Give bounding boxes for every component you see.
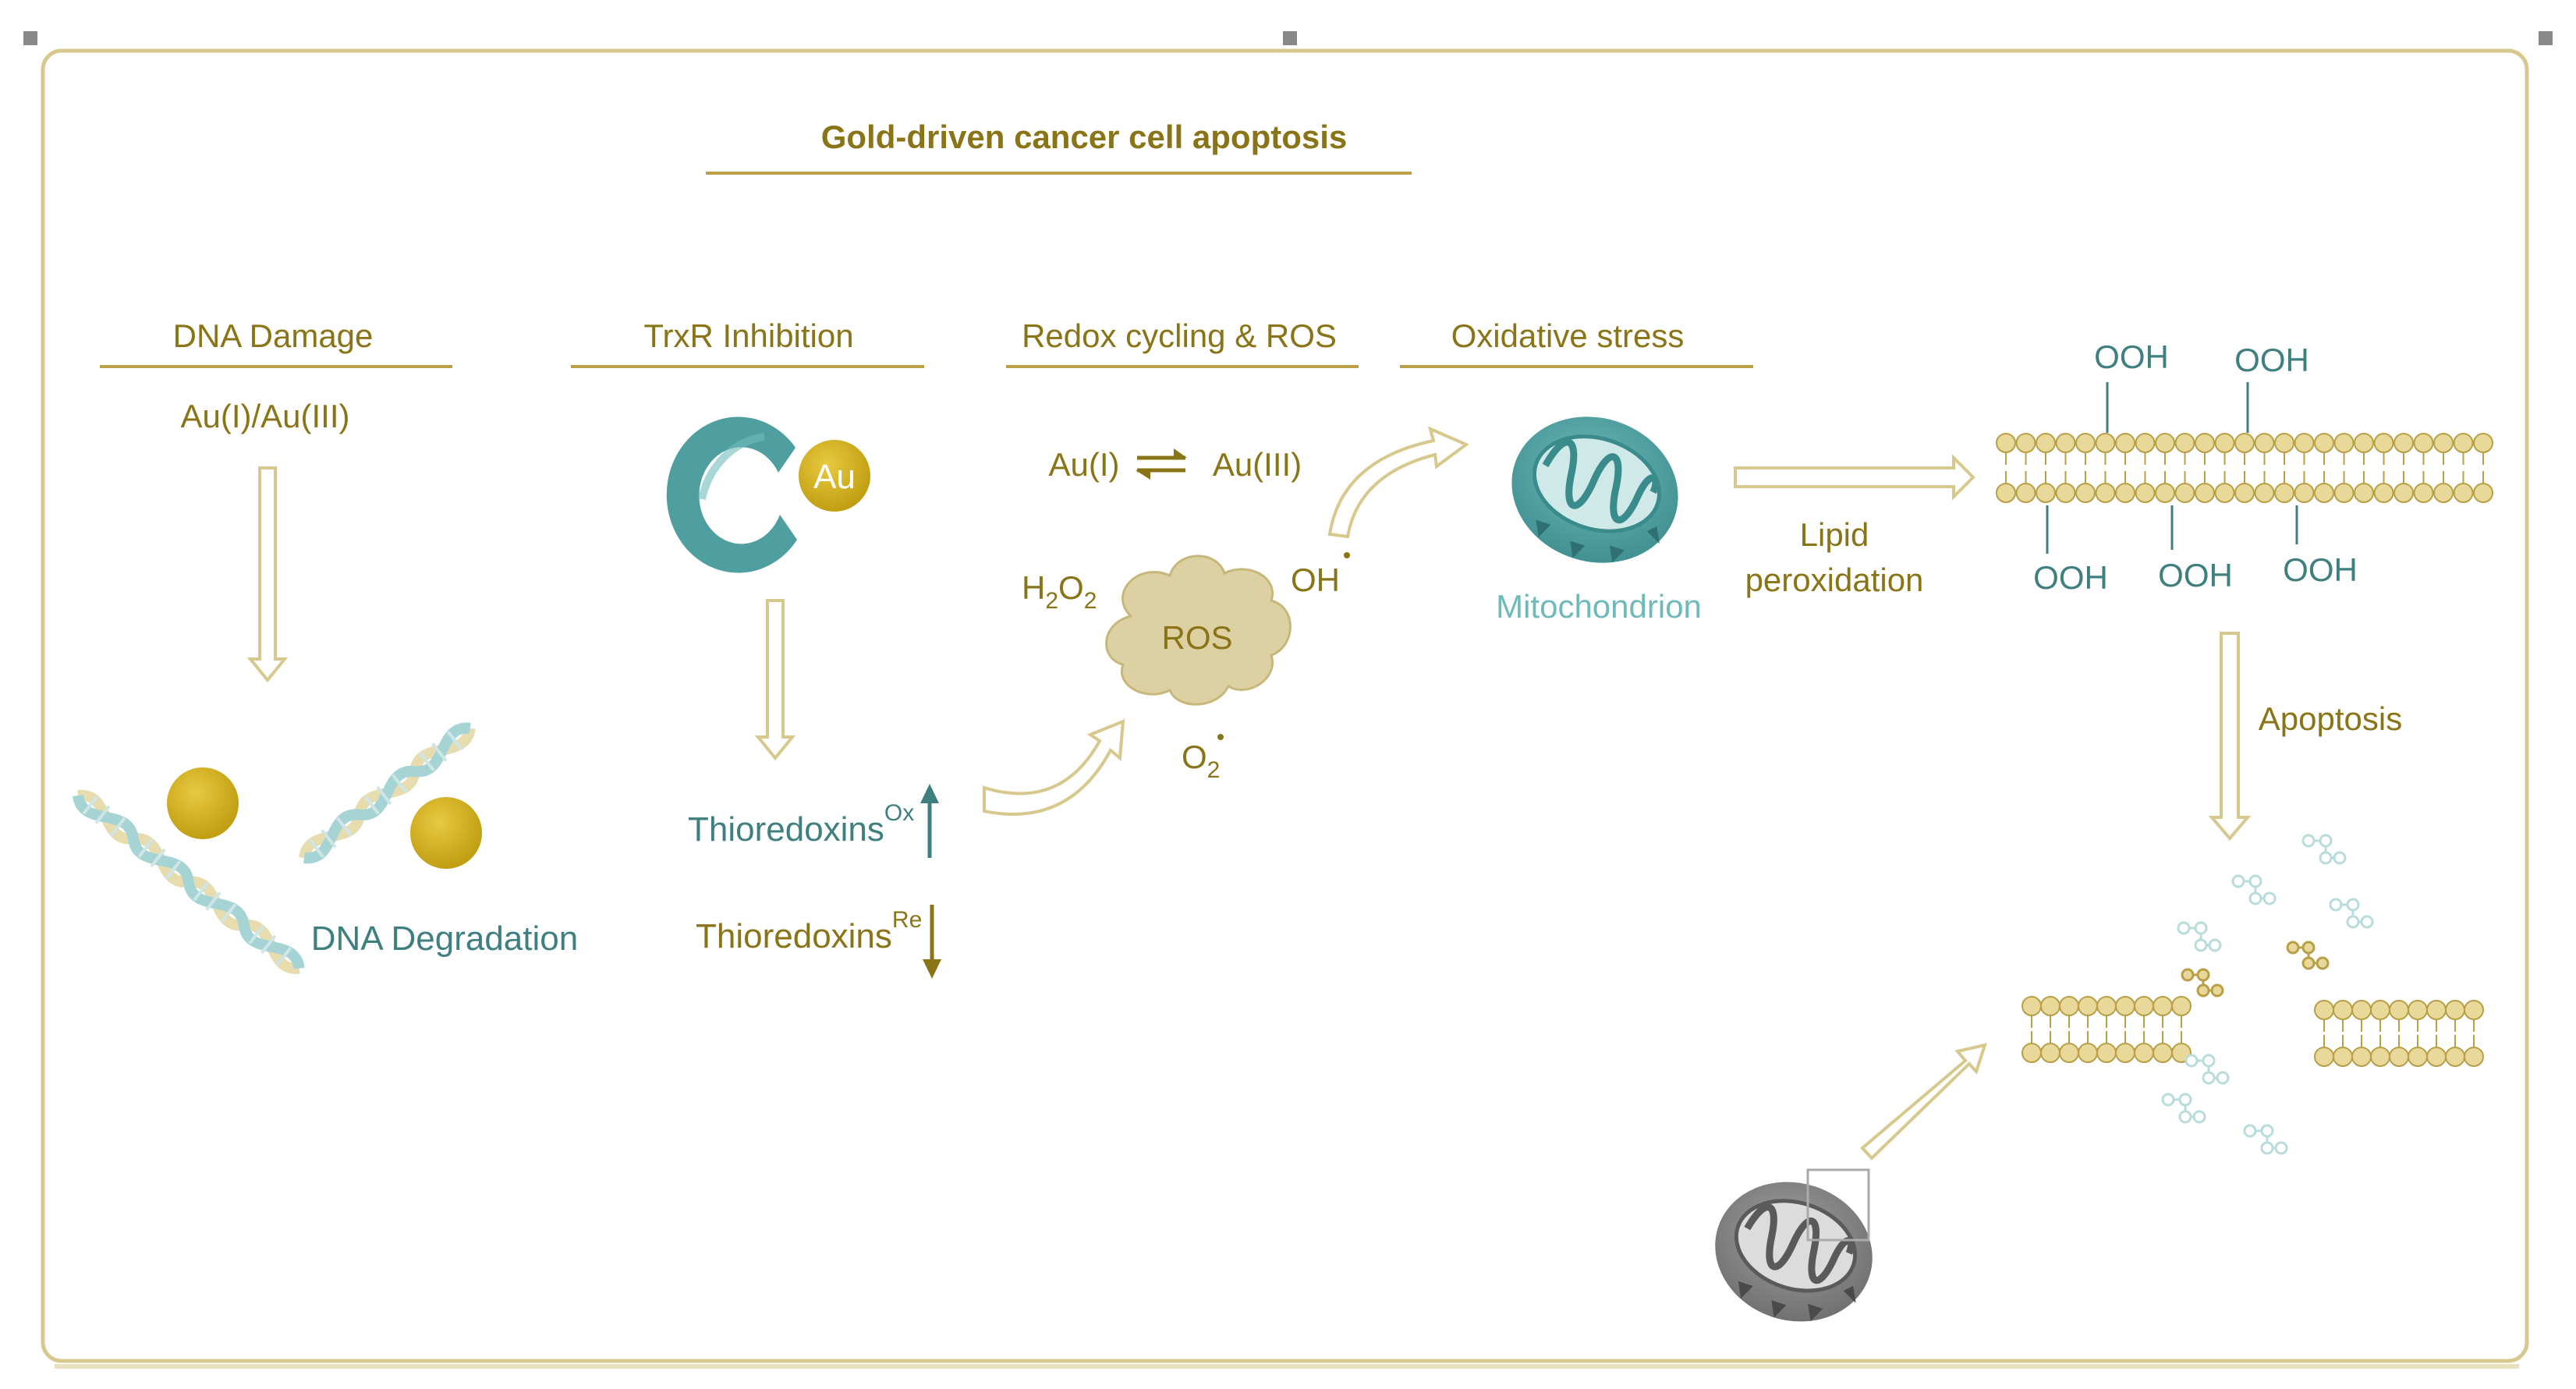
right-arrow-icon	[1734, 454, 1975, 501]
damaged-mitochondrion-icon	[1715, 1182, 1873, 1322]
ooh-group: OOH	[2033, 505, 2108, 596]
ros-cloud-icon	[1105, 555, 1292, 706]
lipid-peroxidation-label-line2: peroxidation	[1745, 562, 1924, 598]
ooh-group: OOH	[2158, 505, 2233, 594]
trxr-enzyme-icon	[666, 416, 797, 573]
gold-nanoparticle-icon	[167, 767, 239, 839]
au-iii-label: Au(III)	[1213, 446, 1302, 483]
down-arrow-icon	[2208, 632, 2252, 842]
dna-degradation-label: DNA Degradation	[311, 920, 578, 958]
apoptosis-label: Apoptosis	[2259, 700, 2402, 737]
ooh-label: OOH	[2033, 559, 2108, 596]
superoxide-label: O2	[1182, 739, 1220, 783]
selection-handle[interactable]	[2539, 31, 2553, 45]
ooh-label: OOH	[2234, 342, 2309, 378]
ooh-group: OOH	[2283, 505, 2358, 588]
dna-helix-icon	[73, 789, 305, 974]
radical-dot	[1344, 552, 1350, 558]
au-badge-label: Au	[813, 458, 856, 496]
dna-helix-icon	[299, 722, 476, 864]
au-species-label: Au(I)/Au(III)	[180, 398, 349, 434]
arrow-down-icon	[923, 905, 941, 979]
gold-nanoparticle-icon	[410, 797, 482, 869]
selection-handle[interactable]	[23, 31, 37, 45]
lipid-peroxidation-label-line1: Lipid	[1800, 516, 1869, 553]
radical-dot	[1217, 734, 1224, 740]
diagram-frame	[41, 48, 2529, 1363]
curved-arrow-icon	[1327, 426, 1469, 539]
arrow-up-icon	[920, 784, 939, 858]
curved-arrow-icon	[983, 718, 1125, 816]
section-header-redox-cycling: Redox cycling & ROS	[1022, 317, 1337, 354]
section-header-trxr-inhibition: TrxR Inhibition	[643, 317, 853, 354]
selection-handle[interactable]	[1283, 31, 1297, 45]
au-i-label: Au(I)	[1048, 446, 1119, 483]
thioredoxin-ox-label: ThioredoxinsOx	[688, 800, 914, 849]
section-header-dna-damage: DNA Damage	[173, 317, 374, 354]
ros-label: ROS	[1161, 619, 1232, 656]
mitochondrion-icon	[1511, 416, 1678, 563]
oh-radical-label: OH	[1291, 562, 1340, 598]
ooh-label: OOH	[2283, 551, 2358, 588]
ooh-label: OOH	[2094, 338, 2169, 375]
ooh-group: OOH	[2094, 338, 2169, 433]
diagram-title: Gold-driven cancer cell apoptosis	[821, 119, 1348, 155]
down-arrow-icon	[754, 599, 796, 761]
section-header-oxidative-stress: Oxidative stress	[1451, 317, 1685, 354]
mitochondrion-label: Mitochondrion	[1496, 588, 1702, 625]
selection-box[interactable]	[1806, 1168, 1870, 1242]
thioredoxin-re-label: ThioredoxinsRe	[696, 907, 922, 955]
down-arrow-icon	[246, 466, 289, 683]
equilibrium-arrows-icon	[1136, 448, 1187, 480]
gold-atom-icon	[799, 440, 870, 512]
ooh-group: OOH	[2234, 342, 2309, 433]
h2o2-label: H2O2	[1022, 569, 1097, 614]
ooh-label: OOH	[2158, 557, 2233, 594]
diagonal-arrow-icon	[1860, 1043, 1987, 1160]
